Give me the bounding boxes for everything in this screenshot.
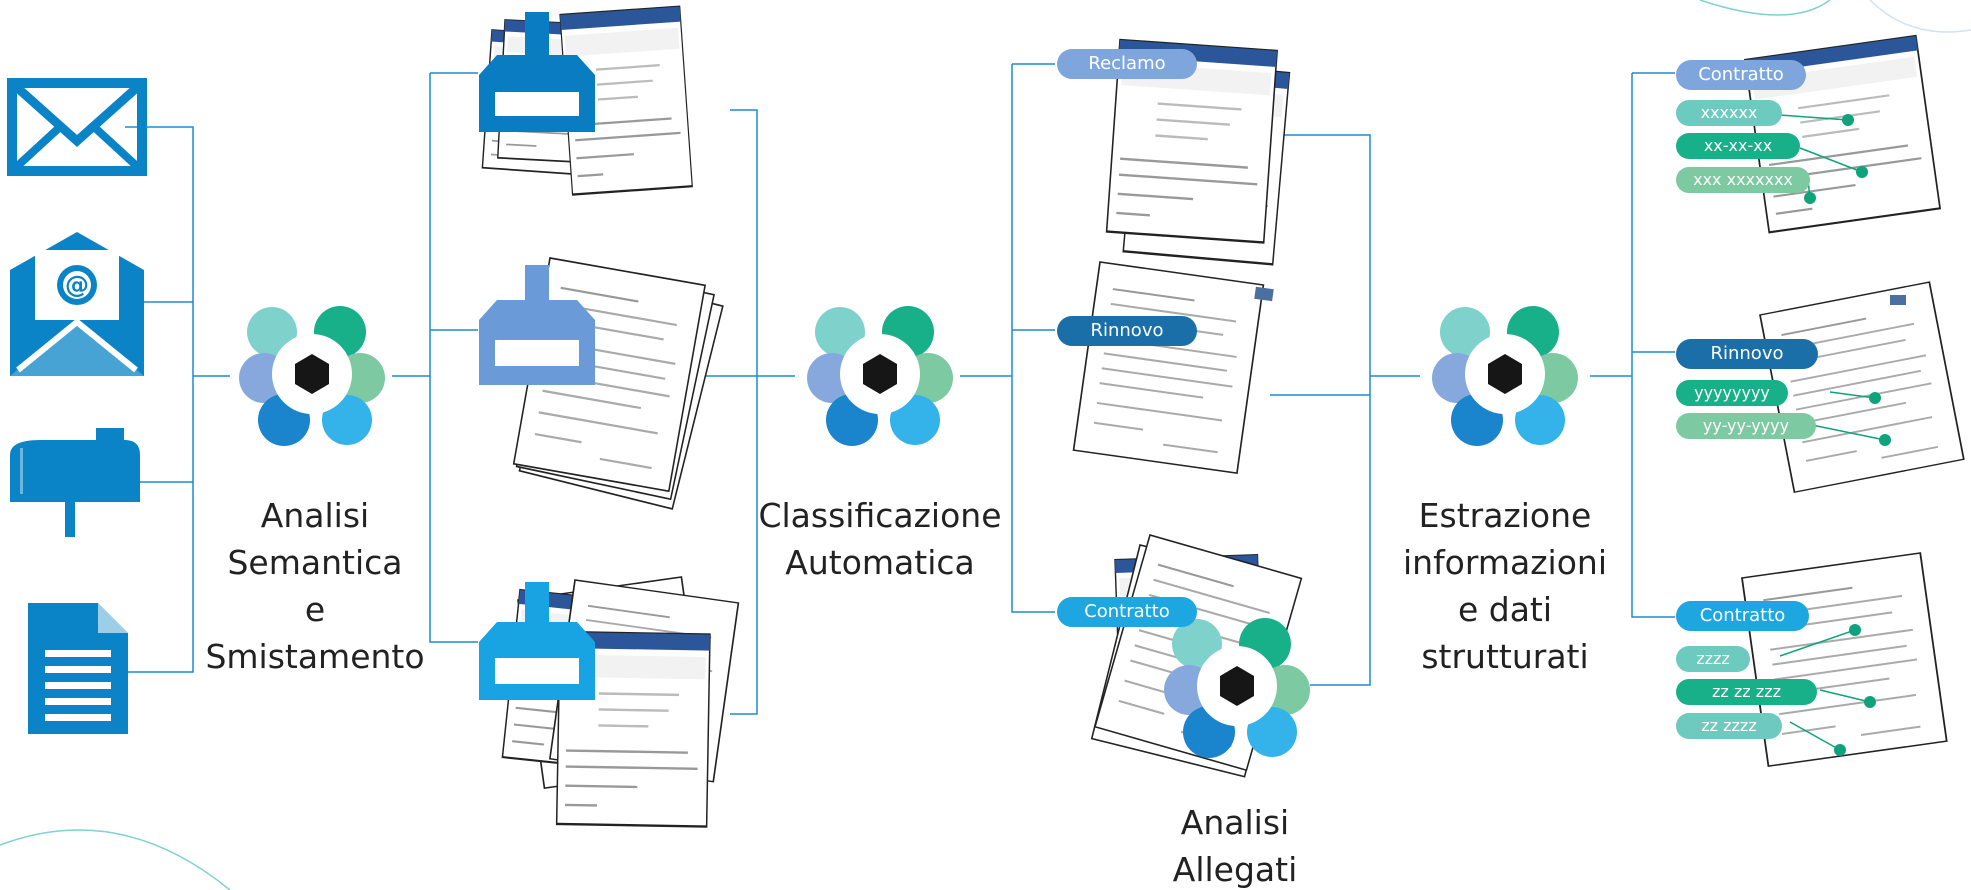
- inbox-download-icon: [479, 265, 595, 385]
- category-pill-reclamo: Reclamo: [1057, 49, 1197, 79]
- extracted-pill-rinnovo: Rinnovo: [1676, 339, 1818, 369]
- ai-logo-icon: [239, 306, 385, 446]
- document-icon: [28, 603, 128, 734]
- category-pill-contratto: Contratto: [1057, 597, 1197, 627]
- stage-label-classification: Classificazione Automatica: [758, 496, 1002, 582]
- extracted-pill-contratto: Contratto: [1676, 60, 1806, 90]
- connector-lines: [125, 63, 1675, 715]
- ai-logo-icon: [1432, 306, 1578, 446]
- stage-label-extraction: Estrazione informazioni e dati struttura…: [1402, 496, 1607, 676]
- extracted-field: xxxxxx: [1676, 100, 1782, 126]
- field-pointer-lines: [1739, 111, 1886, 751]
- extracted-field: xxx xxxxxxx: [1676, 167, 1810, 193]
- extracted-pill-contratto: Contratto: [1676, 601, 1809, 631]
- extracted-field: yy-yy-yyyy: [1676, 413, 1816, 439]
- background-arc: [1869, 0, 1971, 33]
- extracted-field: zz zzzz: [1676, 713, 1782, 739]
- extracted-doc-rinnovo: [1758, 280, 1965, 494]
- background-arc: [1699, 0, 1831, 16]
- envelope-icon: [7, 78, 147, 176]
- extracted-field: zz zz zzz: [1676, 679, 1817, 705]
- inbox-download-icon: [479, 582, 595, 700]
- classified-doc-rinnovo: [1072, 260, 1274, 475]
- svg-text:@: @: [65, 271, 89, 299]
- mailbox-icon: [10, 428, 140, 537]
- extracted-field: xx-xx-xx: [1676, 133, 1800, 159]
- email-at-icon: @: [10, 232, 144, 376]
- extracted-field: zzzz: [1676, 646, 1750, 672]
- extracted-field: yyyyyyyy: [1676, 380, 1788, 406]
- field-pointer-dots: [1804, 114, 1891, 756]
- background-arc: [0, 829, 231, 890]
- inbox-download-icon: [479, 12, 595, 132]
- stage-label-attachments: Analisi Allegati: [1172, 803, 1298, 889]
- category-pill-rinnovo: Rinnovo: [1057, 316, 1197, 346]
- stage-label-analysis: Analisi Semantica e Smistamento: [205, 496, 425, 676]
- ai-logo-icon: [807, 306, 953, 446]
